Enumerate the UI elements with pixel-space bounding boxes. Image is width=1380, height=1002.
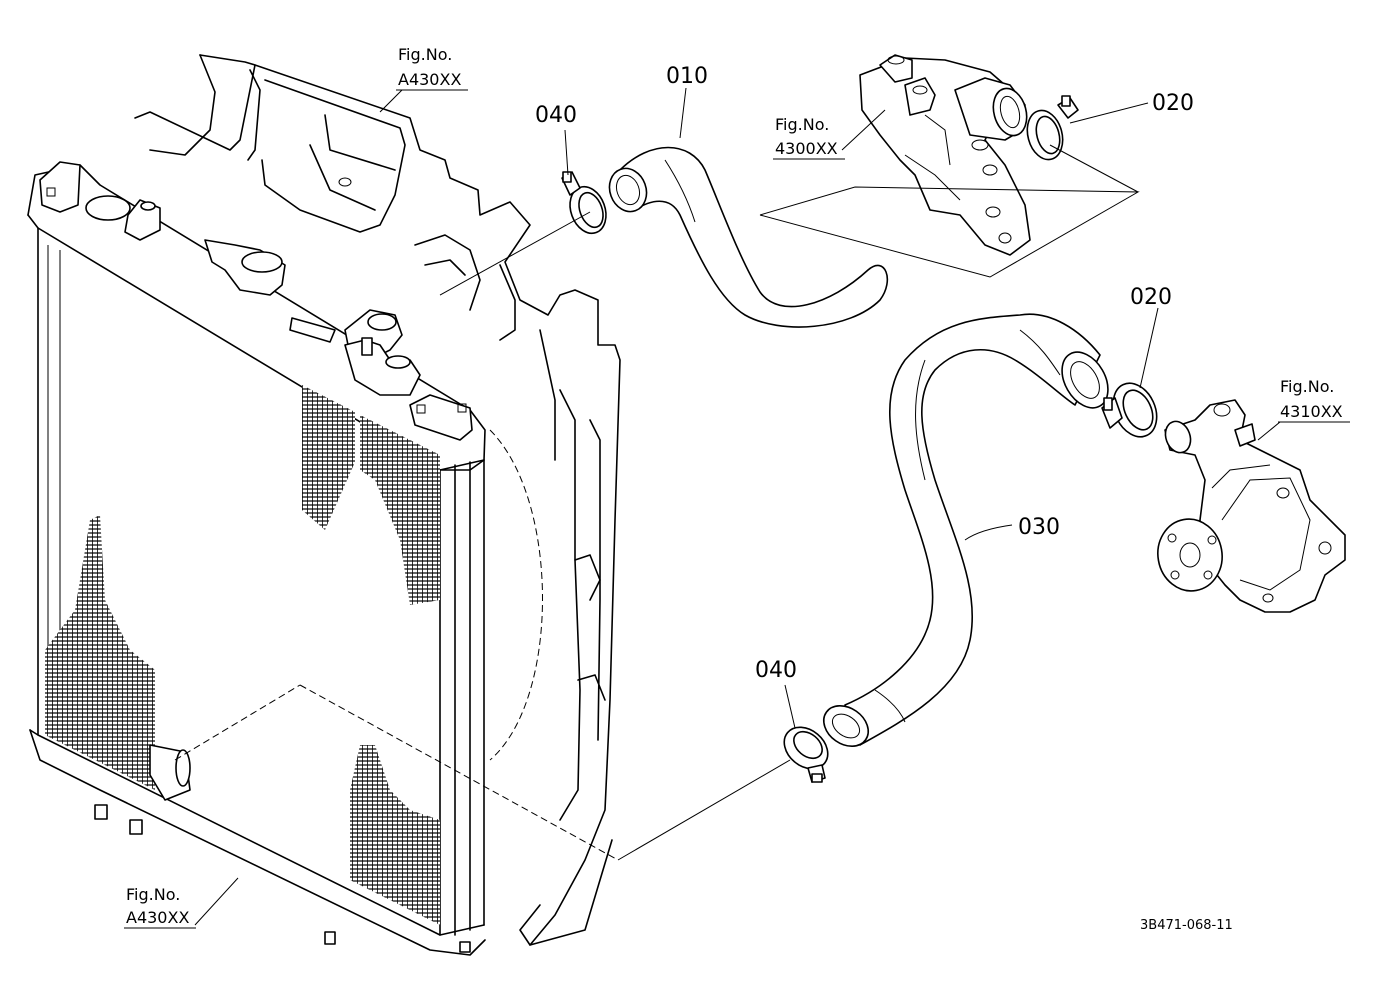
filler-neck: [85, 195, 131, 221]
fig-ref-radiator-bottom: Fig.No. A430XX: [124, 885, 196, 929]
fig-ref-number: 4310XX: [1280, 402, 1343, 421]
figure-code: 3B471-068-11: [1140, 918, 1233, 933]
hose-clamp-040-bottom: [783, 726, 829, 783]
assembly-lines: [174, 144, 1140, 861]
hose-clamp-020-top: [1026, 95, 1079, 161]
pump-pulley-flange: [1157, 518, 1223, 592]
part-label-020-top: 020: [1152, 91, 1194, 116]
fan-shroud: [134, 64, 621, 946]
fig-ref-title: Fig.No.: [775, 115, 829, 134]
fig-ref-water-pump: Fig.No. 4310XX: [1278, 377, 1350, 423]
top-right-bracket: [409, 394, 473, 441]
hose-clamp-040-upper: [561, 171, 607, 235]
hose-030-end-upper: [1061, 351, 1109, 409]
overflow-port: [344, 339, 421, 396]
part-label-040-top: 040: [535, 103, 577, 128]
radiator-assembly: [27, 54, 621, 956]
water-pump: [1157, 399, 1346, 613]
radiator-fins-lower-left: [45, 515, 155, 790]
upper-radiator-hose-010: [608, 146, 889, 328]
hose-clamp-020-mid: [1101, 382, 1158, 438]
top-left-bracket: [39, 161, 81, 213]
fig-ref-title: Fig.No.: [126, 885, 180, 904]
radiator-fins-lower-right: [350, 745, 440, 925]
fig-ref-number: A430XX: [398, 70, 461, 89]
pump-inlet: [1164, 420, 1192, 454]
part-label-040-bottom: 040: [755, 658, 797, 683]
lower-radiator-hose-030: [822, 313, 1109, 747]
fig-ref-thermostat: Fig.No. 4300XX: [773, 115, 845, 160]
part-label-030: 030: [1018, 515, 1060, 540]
leader-lines: [194, 87, 1281, 926]
fig-ref-title: Fig.No.: [1280, 377, 1334, 396]
thermostat-housing: [859, 54, 1031, 256]
fig-ref-title: Fig.No.: [398, 45, 452, 64]
part-label-020-mid: 020: [1130, 285, 1172, 310]
part-label-010: 010: [666, 64, 708, 89]
fig-ref-number: 4300XX: [775, 139, 838, 158]
radiator-fins-upper: [302, 385, 355, 530]
fig-ref-number: A430XX: [126, 908, 189, 927]
fig-ref-radiator-top: Fig.No. A430XX: [396, 45, 468, 91]
